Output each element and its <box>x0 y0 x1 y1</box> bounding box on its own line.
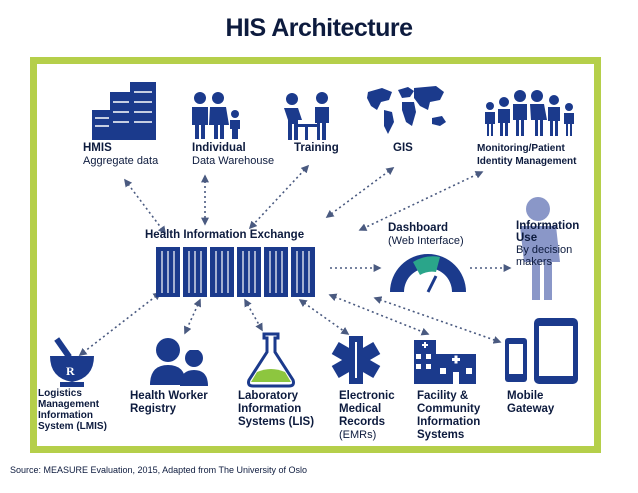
node-mobile-gateway: Mobile Gateway <box>507 390 554 416</box>
node-line: Gateway <box>507 403 555 415</box>
flask-icon <box>247 332 295 388</box>
node-line: Medical <box>339 403 382 415</box>
node-line: Facility & <box>417 390 469 402</box>
node-subtitle: Data Warehouse <box>192 155 275 167</box>
node-title: Individual <box>192 142 246 154</box>
source-caption: Source: MEASURE Evaluation, 2015, Adapte… <box>10 465 307 475</box>
arrow-hmis <box>124 178 166 235</box>
arrow-training <box>248 164 310 230</box>
info-use-sub-1: By decision <box>516 244 573 256</box>
node-line: Systems (LIS) <box>238 416 315 428</box>
node-line: Information <box>38 410 93 421</box>
person-icon <box>520 197 560 300</box>
node-line: Information <box>238 403 302 415</box>
node-subtitle: Aggregate data <box>83 155 159 167</box>
node-training: Training <box>294 142 339 155</box>
arrow-emr <box>298 299 350 335</box>
node-health-worker-registry: Health Worker Registry <box>130 390 208 416</box>
dashboard-subtitle: (Web Interface) <box>388 235 464 247</box>
training-icon <box>284 92 329 140</box>
node-monitoring: Monitoring/Patient Identity Management <box>477 142 576 168</box>
health-workers-icon <box>150 338 208 386</box>
node-line: Health Worker <box>130 390 208 402</box>
phone-tablet-icon <box>505 318 578 384</box>
node-line: Systems <box>417 429 465 441</box>
world-map-icon <box>367 86 446 134</box>
node-individual: Individual Data Warehouse <box>192 142 274 168</box>
node-laboratory: Laboratory Information Systems (LIS) <box>238 390 314 429</box>
node-line: (EMRs) <box>339 429 377 441</box>
arrow-facility <box>328 293 430 336</box>
node-gis: GIS <box>393 142 413 155</box>
arrow-lmis <box>78 292 162 356</box>
node-line: Management <box>38 399 100 410</box>
connector-arrows <box>78 164 512 356</box>
node-line: Logistics <box>38 388 82 399</box>
node-title: Monitoring/Patient <box>477 143 565 154</box>
arrow-mobile <box>373 296 502 344</box>
arrow-health-worker <box>184 298 201 335</box>
node-line: Records <box>339 416 386 428</box>
star-of-life-icon <box>331 336 381 384</box>
dashboard-title: Dashboard <box>388 222 449 234</box>
hospital-icon <box>414 340 476 384</box>
node-line: Mobile <box>507 390 544 402</box>
node-facility: Facility & Community Information Systems <box>417 390 480 442</box>
node-subtitle: Identity Management <box>477 156 577 167</box>
node-title: Training <box>294 142 339 154</box>
node-line: Community <box>417 403 481 415</box>
mortar-pestle-icon: R <box>50 337 94 387</box>
node-line: System (LMIS) <box>38 421 107 432</box>
building-icon <box>92 82 156 140</box>
node-line: Laboratory <box>238 390 299 402</box>
family-icon <box>192 92 240 139</box>
node-line: Information <box>417 416 481 428</box>
servers-icon <box>156 247 315 297</box>
arrow-lab <box>244 298 263 332</box>
gauge-icon <box>390 254 466 293</box>
info-use-title-2: Use <box>516 232 538 244</box>
people-group-icon <box>485 90 574 136</box>
node-lmis: Logistics Management Information System … <box>38 388 107 432</box>
node-title: GIS <box>393 142 413 154</box>
svg-text:R: R <box>66 364 75 378</box>
info-use-sub-2: makers <box>516 256 553 268</box>
node-hmis: HMIS Aggregate data <box>83 142 158 168</box>
node-line: Electronic <box>339 390 395 402</box>
hub-title: Health Information Exchange <box>145 229 305 241</box>
arrow-gis <box>325 167 395 218</box>
node-title: HMIS <box>83 142 112 154</box>
node-emr: Electronic Medical Records (EMRs) <box>339 390 395 442</box>
diagram-title: HIS Architecture <box>225 14 413 42</box>
dashboard-label: Dashboard (Web Interface) <box>388 222 464 248</box>
info-use-title-1: Information <box>516 220 580 232</box>
info-use-label: Information Use By decision makers <box>516 220 579 268</box>
node-line: Registry <box>130 403 177 415</box>
